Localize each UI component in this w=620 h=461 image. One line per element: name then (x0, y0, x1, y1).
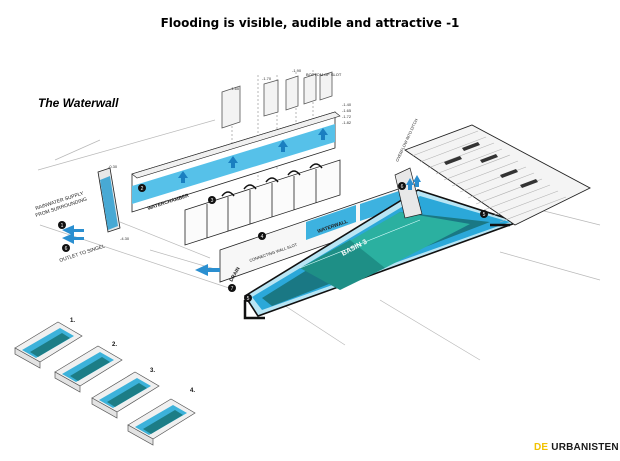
basin (243, 189, 521, 317)
marker-2: 2 (138, 184, 146, 192)
step-thumbnails (14, 321, 196, 446)
flow-curve-arrows (221, 163, 323, 197)
svg-text:3: 3 (211, 198, 214, 204)
marker-1: 1 (58, 221, 66, 229)
step-label-1: 1. (70, 318, 75, 324)
brand-logo: DE URBANISTEN (534, 442, 619, 453)
marker-6b: 6 (398, 182, 406, 190)
svg-text:6: 6 (401, 184, 404, 190)
diagram-subtitle: The Waterwall (38, 96, 119, 110)
slot-walls (184, 159, 341, 246)
level-3: -1.60 (230, 86, 240, 91)
level-9: -1.82 (342, 120, 352, 125)
svg-text:5: 5 (483, 212, 486, 218)
brand-prefix: DE (534, 442, 549, 453)
label-bottom-of-slot: BOTTOM OF SLOT (306, 72, 342, 77)
front-wall (219, 184, 411, 283)
stair-tribune (394, 124, 591, 226)
page-title: Flooding is visible, audible and attract… (160, 16, 460, 30)
marker-6: 6 (62, 244, 70, 252)
numbered-markers: 1 2 3 4 5 6 7 (58, 182, 488, 302)
thumbnail-step-1 (14, 321, 83, 369)
step-label-2: 2. (112, 342, 117, 348)
thumbnail-step-2 (54, 345, 123, 393)
outlet-wall (97, 167, 121, 233)
thumbnail-step-3 (91, 371, 160, 419)
svg-text:4: 4 (261, 234, 264, 240)
svg-text:7: 7 (231, 286, 234, 292)
svg-text:2: 2 (141, 186, 144, 192)
step-labels: 1. 2. 3. 4. (70, 318, 195, 394)
level-6: -1.40 (342, 102, 352, 107)
flow-arrows (62, 175, 421, 276)
level-7: -1.65 (342, 108, 352, 113)
step-label-4: 4. (190, 388, 195, 394)
svg-text:5: 5 (247, 296, 250, 302)
level-2: -4.30 (120, 236, 130, 241)
step-label-3: 3. (150, 368, 155, 374)
level-8: -1.72 (342, 114, 352, 119)
corner-brackets (243, 223, 510, 320)
marker-7: 7 (228, 284, 236, 292)
waterchamber-arrows (178, 128, 328, 183)
level-1: -0.30 (108, 164, 118, 169)
level-4: -1.70 (262, 76, 272, 81)
marker-4: 4 (258, 232, 266, 240)
brand-name: URBANISTEN (551, 442, 619, 453)
level-5: -1.90 (292, 68, 302, 73)
svg-text:1: 1 (61, 223, 64, 229)
marker-5: 5 (244, 294, 252, 302)
thumbnail-step-4 (127, 398, 196, 446)
svg-text:6: 6 (65, 246, 68, 252)
level-annotations: -0.30 -4.30 -1.60 -1.70 -1.90 -1.40 -1.6… (108, 68, 352, 241)
marker-3: 3 (208, 196, 216, 204)
marker-5b: 5 (480, 210, 488, 218)
section-panels (221, 71, 333, 129)
